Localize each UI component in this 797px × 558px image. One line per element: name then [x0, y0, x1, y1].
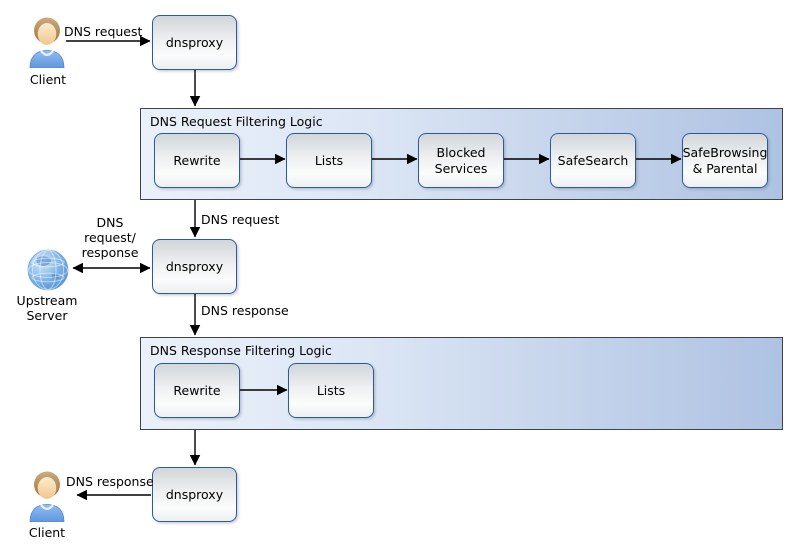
node-rewrite-request: Rewrite	[154, 133, 240, 188]
client-top-label: Client	[29, 72, 67, 87]
upstream-server-icon	[27, 249, 69, 291]
request-pipeline-container: DNS Request Filtering Logic Rewrite List…	[140, 108, 783, 200]
edge-label-pipeline-to-proxy: DNS request	[201, 212, 280, 227]
response-pipeline-title: DNS Response Filtering Logic	[150, 343, 332, 358]
upstream-server-label: Upstream Server	[16, 293, 78, 323]
node-blocked-services: Blocked Services	[418, 133, 504, 188]
edge-label-client-to-proxy: DNS request	[64, 24, 143, 39]
edge-label-proxy-to-client: DNS response	[66, 474, 154, 489]
node-dnsproxy-bottom: dnsproxy	[152, 467, 237, 522]
node-lists-request: Lists	[286, 133, 372, 188]
client-bottom-label: Client	[28, 525, 66, 540]
node-rewrite-response: Rewrite	[154, 363, 240, 418]
client-icon	[29, 471, 65, 522]
node-dnsproxy-top: dnsproxy	[152, 15, 237, 70]
request-pipeline-title: DNS Request Filtering Logic	[150, 114, 323, 129]
node-safebrowsing-parental: SafeBrowsing & Parental	[682, 133, 768, 188]
response-pipeline-container: DNS Response Filtering Logic Rewrite Lis…	[140, 337, 783, 430]
edge-label-proxy-to-response-pipeline: DNS response	[201, 303, 289, 318]
node-safesearch: SafeSearch	[550, 133, 636, 188]
node-lists-response: Lists	[288, 363, 374, 418]
client-icon	[29, 17, 65, 68]
node-dnsproxy-middle: dnsproxy	[152, 239, 237, 294]
edge-label-upstream-exchange: DNS request/ response	[81, 215, 139, 260]
